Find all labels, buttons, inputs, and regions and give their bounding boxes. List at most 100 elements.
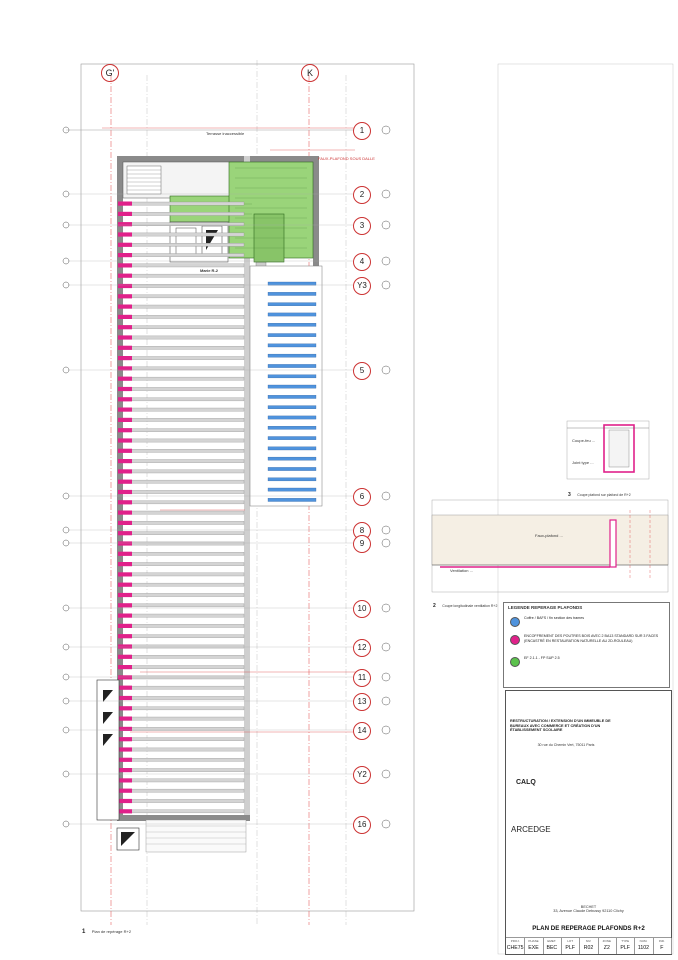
ceiling-beam-blue [267,323,317,327]
ceiling-beam [122,737,245,741]
ceiling-beam [122,747,245,752]
beam-encasement-mark [118,345,132,350]
code-cell: NIV. R02 [579,938,599,954]
ceiling-beam-blue [267,498,317,502]
ceiling-beam [122,263,245,268]
code-value: R02 [583,945,594,951]
code-head: NIV. [585,939,592,943]
legend-item-text: Coffre / BAFS / fin section des trames [524,616,585,620]
beam-encasement-mark [118,768,132,773]
ceiling-beam [122,407,245,412]
ref-marker: Marie R-2 [200,268,219,273]
grid-row-small-marker [62,697,70,705]
legend-item-text: EF 2.1.1 - FP SUP 2.5 [524,656,560,660]
ceiling-beam [122,479,245,484]
code-head: TYPE [621,939,630,943]
beam-encasement-mark [118,479,132,484]
ceiling-beam [122,304,245,309]
section-3-ann2: Joint type ... [572,460,594,465]
beam-encasement-mark [118,510,132,515]
legend-item: ENCOFFREMENT DES POUTRES BOIS AVEC 2 BA1… [508,633,663,649]
ceiling-beam-blue [267,364,317,368]
code-value: 1102 [637,945,650,951]
client-address: BECHET 33, Avenue Claude Debussy 92110 C… [553,905,624,914]
grid-row-marker: 2 [353,186,371,204]
grid-row-small-marker [381,642,391,652]
code-value: PLF [565,945,575,951]
grid-row-marker: 16 [353,816,371,834]
beam-encasement-mark [118,489,132,495]
beam-encasement-mark [118,726,132,731]
ceiling-beam-blue [267,384,317,389]
grid-marker-k: K [301,64,319,82]
beam-encasement-mark [118,283,132,289]
section-2-title: Coupe longitudinale ventilation R+2 [442,604,498,608]
ceiling-beam [122,768,245,772]
ceiling-beam-blue [267,395,317,399]
beam-encasement-mark [118,582,132,587]
ceiling-beam [122,500,245,505]
code-value: CHE75 [506,945,524,951]
grid-row-small-marker [381,365,391,375]
ceiling-beam-blue [267,426,317,430]
legend-item: EF 2.1.1 - FP SUP 2.5 [508,655,663,671]
ceiling-beam [122,603,245,608]
ceiling-beam [122,449,245,453]
code-head: EMET. [547,939,557,943]
ceiling-beam [122,696,245,700]
beam-encasement-mark [118,469,132,474]
beam-encasement-mark [118,438,132,443]
beam-encasement-mark [118,325,132,330]
section-3-title: Coupe plafond sur plafond de R+2 [577,493,631,497]
ceiling-beam-blue [267,292,317,296]
grid-row-marker: 5 [353,362,371,380]
section-2-ann1: Faux-plafond ... [535,533,563,538]
beam-encasement-mark [118,603,132,608]
logo-arcedge: ARCEDGE [511,825,551,834]
ceiling-beam [122,356,245,360]
ceiling-beam [122,490,245,494]
ceiling-beam-blue [267,312,317,317]
code-head: ZONE [602,939,611,943]
ceiling-beam [122,243,245,247]
ceiling-beam [122,521,245,525]
beam-encasement-mark [118,253,132,258]
grid-row-small-marker [381,819,391,829]
code-value: BEC [546,945,558,951]
ceiling-beam [122,634,245,638]
code-head: PHASE [528,939,539,943]
grid-row-small-marker [62,770,70,778]
title-block: RESTRUCTURATION / EXTENSION D'UN IMMEUBL… [505,690,672,955]
ceiling-beam [122,675,245,680]
legend-item: Coffre / BAFS / fin section des trames [508,615,663,631]
grid-row-small-marker [62,539,70,547]
grid-row-small-marker [381,769,391,779]
grid-row-small-marker [381,672,391,682]
beam-encasement-mark [118,201,132,206]
plan-label: Terrasse inaccessible [206,131,245,136]
grid-row-small-marker [381,725,391,735]
grid-row-marker: Y3 [353,277,371,295]
beam-encasement-mark [118,366,132,371]
beam-encasement-mark [118,623,132,628]
beam-encasement-mark [118,407,132,412]
beam-encasement-mark [118,294,132,299]
ceiling-beam-blue [267,436,317,440]
ceiling-beam [122,469,245,474]
legend-pink-dot-icon [510,635,520,645]
section-2-caption: 2 Coupe longitudinale ventilation R+2 [433,594,497,612]
ceiling-beam [122,428,245,432]
grid-row-small-marker [381,125,391,135]
code-cell: EMET. BEC [543,938,562,954]
section-3-ann1: Coupe-feu ... [572,438,596,443]
ceiling-beam [122,593,245,597]
beam-encasement-mark [118,304,132,309]
ceiling-beam [122,222,245,226]
legend-title: LEGENDE REPERAGE PLAFONDS [508,605,583,610]
grid-row-small-marker [381,538,391,548]
grid-row-small-marker [62,726,70,734]
beam-encasement-mark [118,675,132,680]
